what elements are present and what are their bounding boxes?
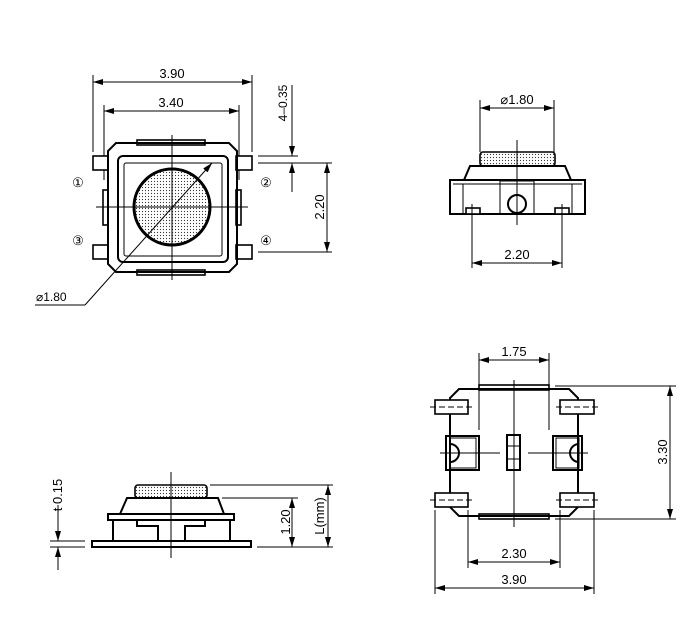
dim-pin-pitch-label: 2.20	[312, 194, 327, 219]
top-view: 3.90 3.40 ⌀1.80 ① ② ③ ④ 4–0.35	[35, 66, 332, 306]
side-view: 1.20 L(mm) t 0.15	[50, 472, 333, 570]
pin-label-4: ④	[260, 233, 272, 248]
front-pad-pitch-label: 2.20	[504, 247, 529, 262]
front-button-diameter-label: ⌀1.80	[500, 92, 533, 107]
dim-thickness-label: t 0.15	[50, 479, 65, 512]
pin-label-2: ②	[260, 175, 272, 190]
dim-total-height-label: L(mm)	[312, 497, 327, 535]
pin-2	[235, 155, 253, 171]
dim-pad-spacing-label: 2.30	[501, 546, 526, 561]
dim-body-height-label: 1.20	[278, 509, 293, 534]
front-view: ⌀1.80 2.20	[449, 92, 586, 268]
switch-body	[107, 142, 238, 273]
top-button-diameter-label: ⌀1.80	[36, 290, 67, 304]
dim-tab-width-label: 1.75	[501, 344, 526, 359]
dim-width-outer-label: 3.90	[159, 66, 184, 81]
pin-label-1: ①	[72, 175, 84, 190]
dim-height-label: 3.30	[655, 439, 670, 464]
pin-3	[92, 244, 109, 260]
pin-4	[235, 244, 253, 260]
dim-width-inner-label: 3.40	[158, 95, 183, 110]
dim-overall-width-label: 3.90	[501, 572, 526, 587]
pin-1	[92, 155, 109, 171]
bottom-view: 1.75 3.30 2.30 3.90	[430, 344, 676, 594]
dim-pin-width-label: 4–0.35	[276, 84, 290, 121]
pin-label-3: ③	[72, 233, 84, 248]
